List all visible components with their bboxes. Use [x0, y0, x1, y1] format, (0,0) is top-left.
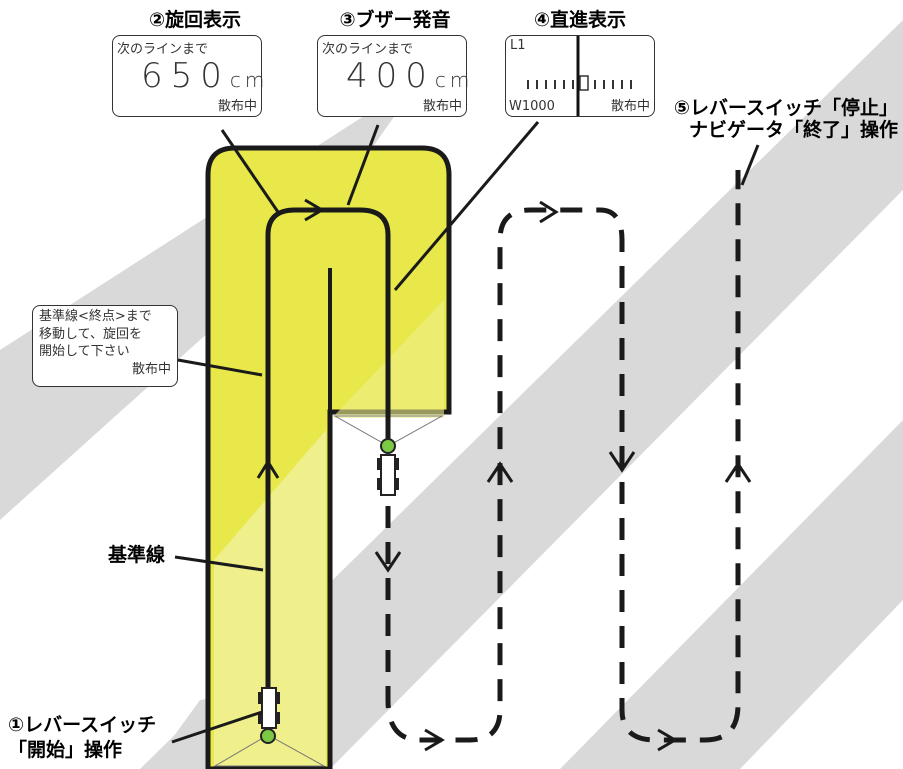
- message-line2: 移動して、旋回を: [39, 326, 142, 342]
- turn-display: 次のラインまで 650cm 散布中: [112, 35, 264, 117]
- message-line3: 開始して下さい: [39, 344, 130, 360]
- step1-label-line1: ①レバースイッチ: [8, 714, 157, 736]
- path-arrow-up: [256, 459, 280, 479]
- planned-path: [385, 170, 741, 743]
- step4-label: ④直進表示: [533, 9, 627, 31]
- status-text: 散布中: [422, 99, 462, 114]
- tractor-start: [258, 687, 280, 744]
- step2-label: ②旋回表示: [148, 9, 242, 31]
- buzzer-display: 次のラインまで 400cm 散布中: [317, 35, 469, 117]
- distance-readout: 650cm: [141, 56, 269, 96]
- step3-label: ③ブザー発音: [339, 9, 451, 31]
- straight-display: L1 W1000 散布中: [505, 35, 655, 117]
- distance-readout: 400cm: [346, 56, 474, 96]
- step5-label-line2: ナビゲータ「終了」操作: [688, 119, 898, 141]
- step5-label-line1: ⑤レバースイッチ「停止」: [673, 97, 898, 119]
- instruction-message: 基準線<終点>まで 移動して、旋回を 開始して下さい 散布中: [32, 305, 178, 387]
- leader-lines: [171, 121, 760, 744]
- driven-path: [265, 207, 391, 735]
- step1-label-line2: 「開始」操作: [8, 739, 123, 761]
- status-text: 散布中: [610, 99, 650, 114]
- status-text: 散布中: [217, 99, 257, 114]
- base-line-label: 基準線: [108, 544, 166, 566]
- display-title: 次のラインまで: [322, 42, 414, 57]
- guidance-display-graphic: [527, 36, 632, 117]
- planned-arrows: [374, 200, 752, 752]
- spray-fan-1: [213, 734, 326, 767]
- tractor-turned: [377, 438, 399, 496]
- line-number: L1: [510, 38, 526, 53]
- display-title: 次のラインまで: [117, 42, 209, 57]
- path-arrow-right: [304, 198, 325, 222]
- status-text: 散布中: [131, 361, 171, 377]
- width-readout: W1000: [509, 99, 555, 114]
- message-line1: 基準線<終点>まで: [39, 309, 152, 324]
